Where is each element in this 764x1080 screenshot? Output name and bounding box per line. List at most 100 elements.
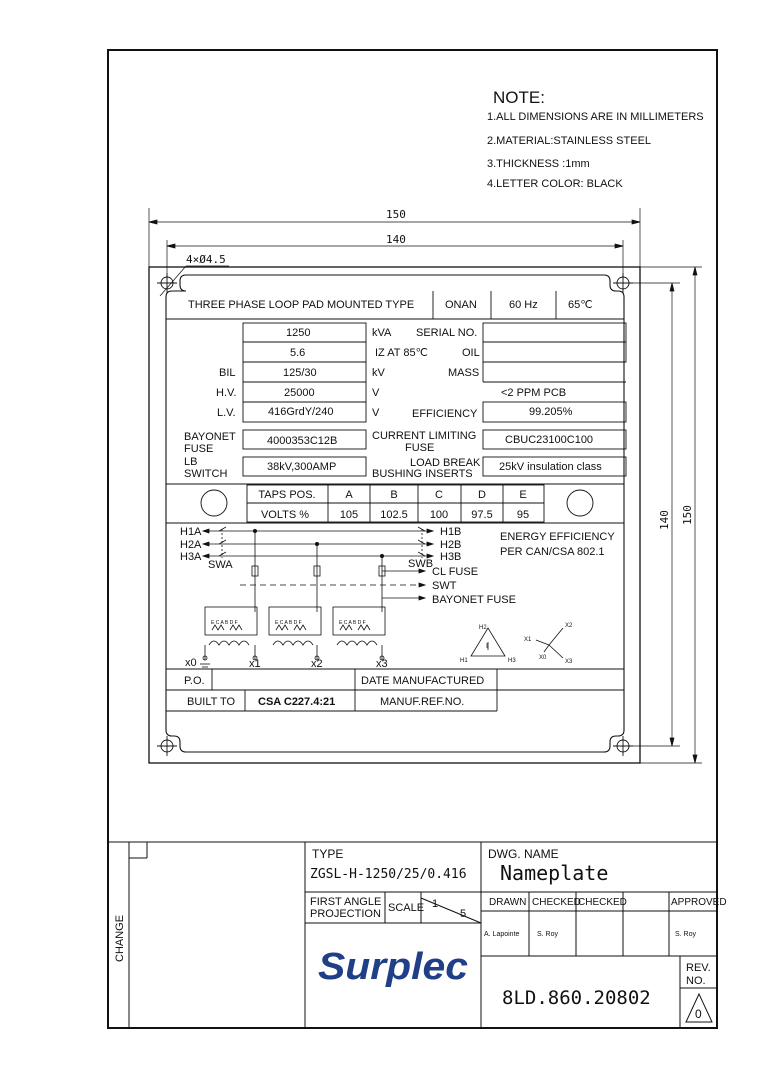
fuse-rows: BAYONET FUSE 4000353C12B CURRENT LIMITIN… <box>184 430 602 480</box>
dwg-name-label: DWG. NAME <box>488 847 559 861</box>
swt-label: SWT <box>432 580 457 592</box>
swb-label: SWB <box>408 558 433 570</box>
delta-h3: H3 <box>508 658 516 664</box>
wye-x0: X0 <box>539 655 547 661</box>
approved-by: S. Roy <box>675 931 697 938</box>
delta-symbol-icon <box>470 627 506 657</box>
cl-fuse-label-2: FUSE <box>405 442 434 454</box>
serial-label: SERIAL NO. <box>416 327 477 339</box>
cl-fuse-schematic-label: CL FUSE <box>432 566 478 578</box>
cl-fuse-label: CURRENT LIMITING <box>372 430 476 442</box>
rev-label-1: REV. <box>686 962 711 974</box>
wye-x2: X2 <box>565 623 573 629</box>
plate-footer: P.O. DATE MANUFACTURED BUILT TO CSA C227… <box>184 675 484 708</box>
built-to-standard: CSA C227.4:21 <box>258 696 335 708</box>
lv-label: L.V. <box>217 407 236 419</box>
taps-value: 105 <box>340 509 358 521</box>
bil-value: 125/30 <box>283 367 317 379</box>
note-line-3: 3.THICKNESS :1mm <box>487 158 590 170</box>
h2a-label: H2A <box>180 539 202 551</box>
x1-label: x1 <box>249 658 261 670</box>
taps-circle-right-icon <box>566 489 594 517</box>
plate-freq: 60 Hz <box>509 299 538 311</box>
taps-header-label: TAPS POS. <box>258 489 315 501</box>
dim-width-outer: 150 <box>386 208 406 221</box>
dim-holes: 4×Ø4.5 <box>186 253 226 266</box>
x3-label: x3 <box>376 658 388 670</box>
po-label: P.O. <box>184 675 205 687</box>
rev-triangle-icon <box>685 992 713 1023</box>
rating-grid <box>242 322 627 423</box>
note-title: NOTE: <box>493 88 545 107</box>
taps-header: E <box>519 489 526 501</box>
note-line-1: 1.ALL DIMENSIONS ARE IN MILLIMETERS <box>487 111 704 123</box>
note-line-4: 4.LETTER COLOR: BLACK <box>487 178 623 190</box>
checked-by: S. Roy <box>537 931 559 938</box>
taps-header: B <box>390 489 397 501</box>
note-line-2: 2.MATERIAL:STAINLESS STEEL <box>487 135 651 147</box>
header-row <box>166 291 624 320</box>
wye-x1: X1 <box>524 637 532 643</box>
manuf-ref-label: MANUF.REF.NO. <box>380 696 464 708</box>
drawn-by: A. Lapointe <box>484 931 520 938</box>
mounting-holes <box>157 273 633 756</box>
engraving-border <box>165 274 625 753</box>
rev-value: 0 <box>695 1007 702 1021</box>
iz-unit: IZ AT 85℃ <box>375 347 428 359</box>
lb-insert-label: LOAD BREAK <box>410 457 481 469</box>
scale-label: SCALE <box>388 902 424 914</box>
projection-line-2: PROJECTION <box>310 908 381 920</box>
coil-letters: E C A B D F <box>275 620 302 626</box>
taps-value: 100 <box>430 509 448 521</box>
dimension-lines <box>148 208 702 764</box>
energy-standard: PER CAN/CSA 802.1 <box>500 546 605 558</box>
energy-efficiency: ENERGY EFFICIENCY <box>500 531 615 543</box>
bayonet-fuse-label: BAYONET FUSE <box>432 594 516 606</box>
lv-unit: V <box>372 407 380 419</box>
taps-value: 95 <box>517 509 529 521</box>
taps-values-label: VOLTS % <box>261 509 309 521</box>
sheet-border <box>107 49 718 1029</box>
h3b-label: H3B <box>440 551 461 563</box>
oil-label: OIL <box>462 347 480 359</box>
dwg-name-value: Nameplate <box>500 861 608 885</box>
kva-value: 1250 <box>286 327 310 339</box>
lb-label-2: SWITCH <box>184 468 227 480</box>
type-value: ZGSL-H-1250/25/0.416 <box>310 867 467 882</box>
delta-h1: H1 <box>460 658 468 664</box>
h1a-label: H1A <box>180 526 202 538</box>
built-to-label: BUILT TO <box>187 696 236 708</box>
hv-unit: V <box>372 387 380 399</box>
drawn-label: DRAWN <box>489 897 526 908</box>
dim-width-inner: 140 <box>386 233 406 246</box>
dwg-number: 8LD.860.20802 <box>502 987 651 1009</box>
bayonet-label: BAYONET <box>184 431 236 443</box>
scale-numerator: 1 <box>432 898 438 910</box>
hv-label: H.V. <box>216 387 236 399</box>
taps-table: TAPS POS. A B C D E VOLTS % 105 102.5 10… <box>258 489 529 521</box>
bayonet-label-2: FUSE <box>184 443 213 455</box>
schematic-labels: H1A H2A H3A SWA H1B H2B H3B SWB CL FUSE … <box>180 526 615 670</box>
taps-header: A <box>345 489 353 501</box>
plate-type: THREE PHASE LOOP PAD MOUNTED TYPE <box>188 299 414 311</box>
hv-value: 25000 <box>284 387 315 399</box>
wiring-schematic <box>200 526 564 668</box>
taps-circle-left-icon <box>200 489 228 517</box>
lb-insert-label-2: BUSHING INSERTS <box>372 468 473 480</box>
dimension-labels: 150 140 140 150 4×Ø4.5 <box>186 208 694 530</box>
iz-value: 5.6 <box>290 347 305 359</box>
rating-rows: 1250 kVA SERIAL NO. 5.6 IZ AT 85℃ OIL BI… <box>216 327 573 420</box>
approved-label: APPROVED <box>671 897 727 908</box>
dim-height-outer: 150 <box>681 505 694 525</box>
title-block: CHANGE TYPE ZGSL-H-1250/25/0.416 DWG. NA… <box>114 847 727 1021</box>
mass-label: MASS <box>448 367 479 379</box>
plate-footer-grid <box>166 668 624 712</box>
wye-symbol-icon <box>548 627 564 646</box>
wye-x3: X3 <box>565 659 573 665</box>
date-manufactured-label: DATE MANUFACTURED <box>361 675 484 687</box>
taps-header: C <box>435 489 443 501</box>
kva-unit: kVA <box>372 327 392 339</box>
coil-letters: E C A B D F <box>339 620 366 626</box>
lv-value: 416GrdY/240 <box>268 406 333 418</box>
